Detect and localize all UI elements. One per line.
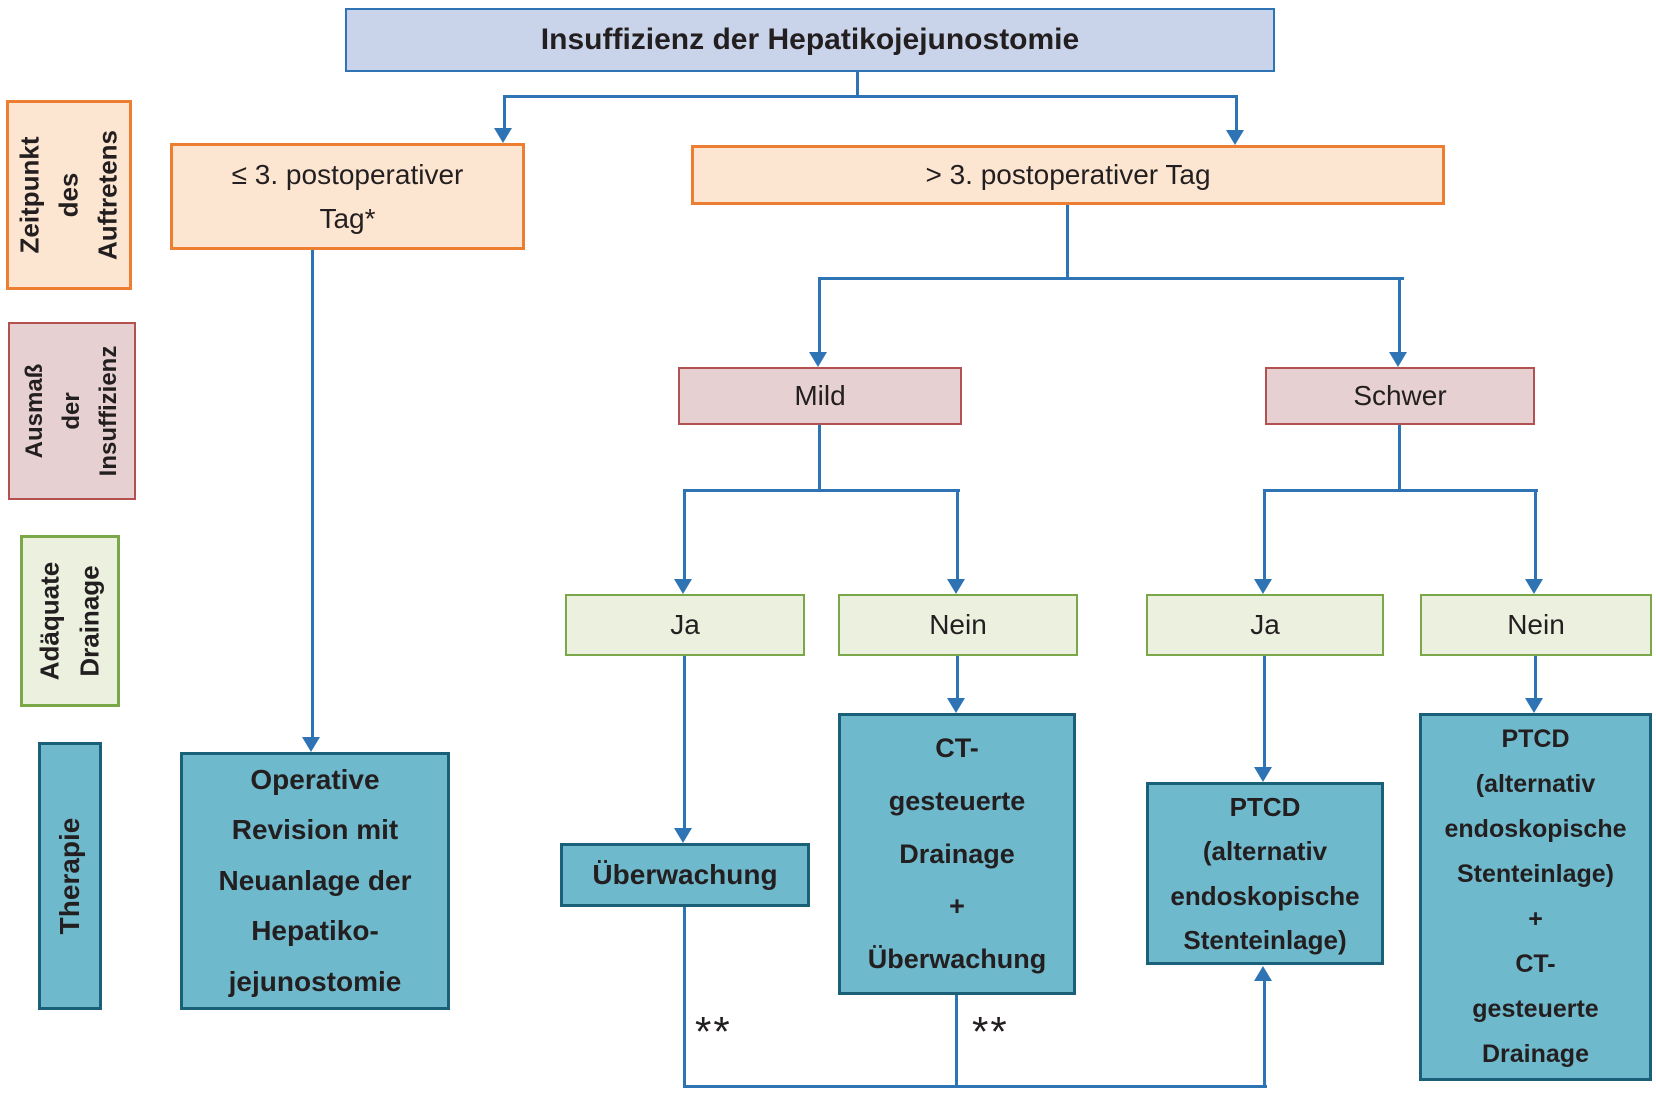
node-mild: Mild xyxy=(678,367,962,425)
node-operative-revision: Operative Revision mit Neuanlage der Hep… xyxy=(180,752,450,1010)
connector-nein-to-ptcd-ct xyxy=(1534,656,1537,699)
row-label-ausmass-text: Ausmaß der Insuffizienz xyxy=(21,345,123,477)
connector-to-nein-mild xyxy=(956,489,959,579)
node-nein-mild: Nein xyxy=(838,594,1078,656)
arrowhead-schwer xyxy=(1389,352,1407,367)
connector-schwer-split xyxy=(1263,489,1538,492)
row-label-adaequate-drainage: Adäquate Drainage xyxy=(20,535,120,707)
node-ct-drainage-ueberwachung: CT- gesteuerte Drainage + Überwachung xyxy=(838,713,1076,995)
arrowhead-mild xyxy=(809,352,827,367)
connector-up-to-ptcd xyxy=(1263,981,1266,1087)
arrowhead-up-ptcd xyxy=(1254,966,1272,981)
node-ja-schwer: Ja xyxy=(1146,594,1384,656)
arrowhead-nein-mild xyxy=(947,579,965,594)
row-label-therapie: Therapie xyxy=(38,742,102,1010)
connector-severity-split xyxy=(818,277,1404,280)
arrowhead-le3 xyxy=(494,128,512,143)
node-gt3-postop-tag: > 3. postoperativer Tag xyxy=(691,145,1445,205)
connector-mild-split xyxy=(683,489,960,492)
connector-to-ja-mild xyxy=(683,489,686,579)
node-schwer: Schwer xyxy=(1265,367,1535,425)
row-label-zeitpunkt: Zeitpunkt des Auftretens xyxy=(6,100,132,290)
row-label-adaequate-drainage-text: Adäquate Drainage xyxy=(34,561,105,681)
node-ptcd-ct-drainage: PTCD (alternativ endoskopische Stenteinl… xyxy=(1419,713,1652,1081)
connector-top-split xyxy=(504,95,1238,98)
arrowhead-ct-drainage xyxy=(947,698,965,713)
footnote-asterisks-right: ** xyxy=(972,1008,1009,1055)
arrowhead-ptcd xyxy=(1254,767,1272,782)
footnote-asterisks-left: ** xyxy=(695,1008,732,1055)
connector-ja-to-ptcd xyxy=(1263,656,1266,768)
node-ja-mild: Ja xyxy=(565,594,805,656)
row-label-therapie-text: Therapie xyxy=(54,817,85,935)
node-ptcd: PTCD (alternativ endoskopische Stenteinl… xyxy=(1146,782,1384,965)
node-le3-postop-tag: ≤ 3. postoperativer Tag* xyxy=(170,143,525,250)
connector-to-mild xyxy=(818,277,821,353)
row-label-zeitpunkt-text: Zeitpunkt des Auftretens xyxy=(14,129,123,261)
node-nein-schwer: Nein xyxy=(1420,594,1652,656)
connector-le3-to-operative xyxy=(311,250,314,738)
row-label-ausmass: Ausmaß der Insuffizienz xyxy=(8,322,136,500)
connector-to-le3 xyxy=(503,95,506,129)
connector-to-nein-schwer xyxy=(1534,489,1537,579)
connector-to-ja-schwer xyxy=(1263,489,1266,579)
connector-to-gt3 xyxy=(1235,95,1238,131)
arrowhead-ptcd-ct xyxy=(1525,698,1543,713)
connector-nein-to-ct xyxy=(956,656,959,699)
arrowhead-ja-schwer xyxy=(1254,579,1272,594)
connector-ja-to-ueberwachung xyxy=(683,656,686,829)
connector-gt3-drop xyxy=(1066,205,1069,279)
connector-ueberwachung-down xyxy=(683,907,686,1087)
node-ueberwachung: Überwachung xyxy=(560,843,810,907)
arrowhead-ueberwachung xyxy=(674,828,692,843)
connector-ct-down xyxy=(955,995,958,1087)
arrowhead-operative xyxy=(302,737,320,752)
arrowhead-nein-schwer xyxy=(1525,579,1543,594)
connector-to-schwer xyxy=(1398,277,1401,353)
arrowhead-ja-mild xyxy=(674,579,692,594)
connector-bottom-feedback xyxy=(683,1085,1267,1088)
connector-schwer-drop xyxy=(1398,425,1401,491)
arrowhead-gt3 xyxy=(1226,130,1244,145)
node-title: Insuffizienz der Hepatikojejunostomie xyxy=(345,8,1275,72)
connector-mild-drop xyxy=(818,425,821,491)
connector-title-drop xyxy=(856,72,859,97)
